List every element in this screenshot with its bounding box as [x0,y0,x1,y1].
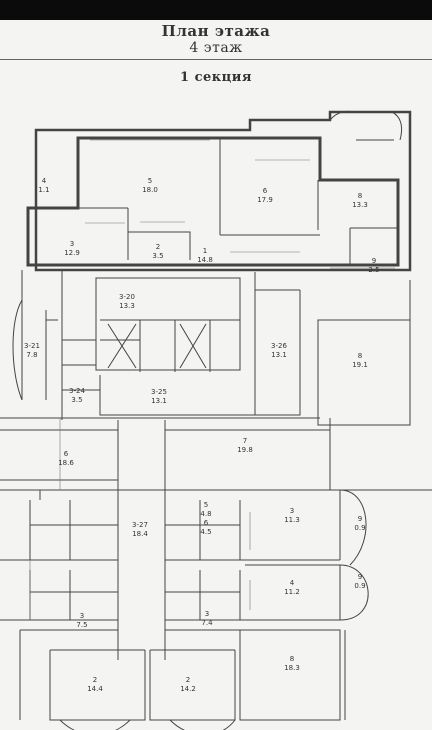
room-area: 13.3 [119,302,135,310]
room-number: 9 [358,515,362,523]
room-area: 14.2 [180,685,196,693]
partition-wall [254,272,411,426]
room-number: 3-27 [132,521,148,529]
room-number: 4 [42,177,47,185]
room-number: 6 [263,187,268,195]
room-area: 14.4 [87,685,103,693]
room-area: 3.5 [71,396,82,404]
room-number: 7 [243,437,247,445]
floor-plan-sheet: План этажа 4 этаж 1 секция [0,20,432,730]
elevator-x [107,323,207,369]
room-area: 14.8 [197,256,213,264]
room-area: 2.5 [368,266,379,274]
room-number: 1 [203,247,207,255]
room-number: 3 [205,610,209,618]
room-number: 9 [372,257,376,265]
room-number: 3 [80,612,84,620]
room-area: 0.9 [354,582,365,590]
room-area: 7.5 [76,621,87,629]
room-number: 2 [186,676,190,684]
room-area: 17.9 [257,196,273,204]
room-number: 4 [290,579,295,587]
room-area: 0.9 [354,524,365,532]
room-number: 3-21 [24,342,40,350]
room-area: 1.1 [38,186,49,194]
room-area: 13.3 [352,201,368,209]
room-number: 5 [204,501,208,509]
room-area: 7.8 [26,351,37,359]
room-number: 3 [70,240,74,248]
room-number: 3-26 [271,342,287,350]
room-area: 13.1 [151,397,167,405]
room-number: 8 [358,352,362,360]
room-number: 3 [290,507,294,515]
room-number: 8 [290,655,294,663]
partition-wall [19,630,346,730]
room-area: 11.3 [284,516,300,524]
room-number: 2 [93,676,97,684]
room-area: 12.9 [64,249,80,257]
room-number: 5 [148,177,152,185]
partition-wall [0,417,432,660]
room-number: 3-25 [151,388,167,396]
room-area: 11.2 [284,588,300,596]
partition-wall [62,339,301,416]
room-area: 13.1 [271,351,287,359]
room-area: 18.0 [142,186,158,194]
room-number: 3-20 [119,293,135,301]
room-number: 6 [64,450,69,458]
title-rule [0,59,432,60]
room-number: 8 [358,192,362,200]
balcony-wall [329,110,403,141]
room-number: 6 [204,519,209,527]
partition-wall [61,270,241,420]
room-area: 7.4 [201,619,213,627]
room-number: 9 [358,573,362,581]
partition-wall [0,489,341,561]
room-area: 4.8 [200,510,211,518]
room-area: 19.8 [237,446,253,454]
outer-wall [34,110,412,272]
room-area: 18.4 [132,530,148,538]
partition-wall [339,489,369,621]
partition-wall [78,138,398,265]
dimension-line [29,139,395,620]
room-area: 18.3 [284,664,300,672]
upper-unit-wall [26,136,400,267]
floor-label: 4 этаж [189,40,243,56]
room-area: 18.6 [58,459,74,467]
room-number: 3-24 [69,387,85,395]
room-area: 19.1 [352,361,368,369]
plan-title: План этажа [161,22,271,40]
partition-wall [0,429,331,490]
partition-wall [12,270,58,401]
room-number: 2 [156,243,160,251]
room-area: 4.5 [200,528,211,536]
room-area: 3.5 [152,252,163,260]
partition-wall [20,629,341,721]
section-label: 1 секция [180,70,252,85]
